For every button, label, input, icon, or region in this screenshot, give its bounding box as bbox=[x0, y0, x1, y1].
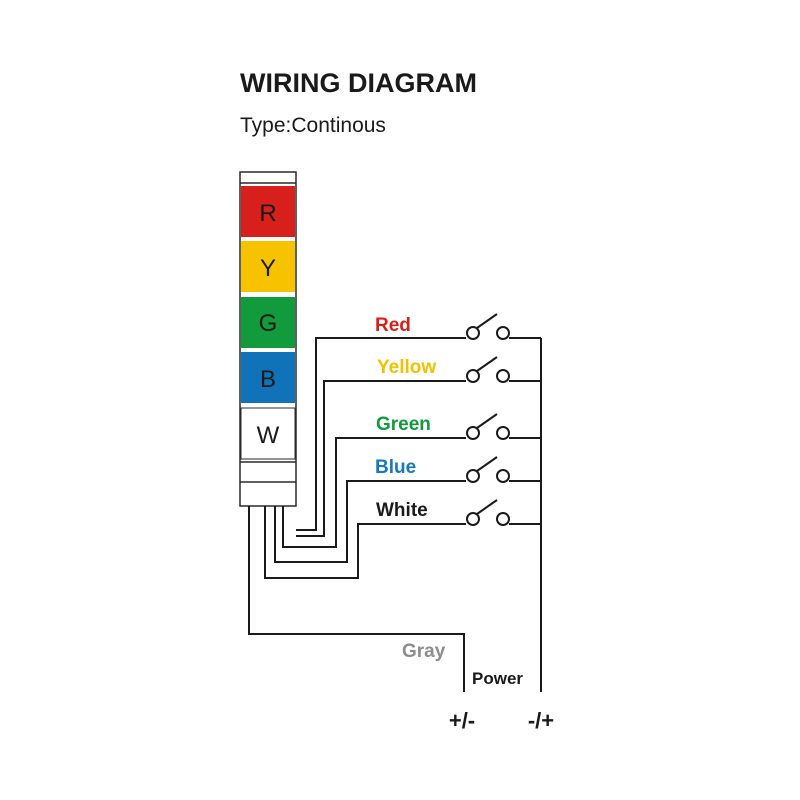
switch-red-lever bbox=[476, 313, 498, 329]
segment-red-letter: R bbox=[259, 200, 276, 227]
wire-label-white: White bbox=[376, 500, 428, 521]
switch-blue-lever bbox=[476, 456, 498, 472]
wire-green bbox=[282, 437, 466, 548]
switch-green-contact-a bbox=[466, 426, 480, 440]
switch-white-contact-a bbox=[466, 512, 480, 526]
segment-green-letter: G bbox=[259, 310, 278, 337]
page-subtitle: Type:Continous bbox=[240, 114, 386, 137]
segment-yellow bbox=[241, 241, 295, 292]
power-label: Power bbox=[472, 669, 523, 688]
switch-red-contact-a bbox=[466, 326, 480, 340]
signal-tower: R Y G B W bbox=[239, 171, 297, 507]
circuit-blue: Blue bbox=[274, 456, 541, 563]
switch-yellow-contact-a bbox=[466, 369, 480, 383]
switch-yellow-contact-b bbox=[496, 369, 510, 383]
wire-blue bbox=[274, 480, 466, 563]
segment-blue bbox=[241, 352, 295, 403]
segment-white bbox=[240, 407, 296, 460]
wire-yellow bbox=[296, 380, 466, 537]
segment-red bbox=[241, 186, 295, 237]
switch-blue-contact-a bbox=[466, 469, 480, 483]
circuit-yellow: Yellow bbox=[296, 356, 541, 537]
wire-gray bbox=[248, 506, 465, 692]
terminal-left-label: +/- bbox=[449, 708, 475, 733]
segment-white-letter: W bbox=[257, 422, 280, 449]
wire-label-red: Red bbox=[375, 315, 411, 336]
circuit-gray: Gray bbox=[248, 506, 465, 692]
wire-label-green: Green bbox=[376, 414, 431, 435]
circuit-white: White bbox=[264, 499, 541, 579]
terminal-right-label: -/+ bbox=[528, 708, 554, 733]
wire-white bbox=[264, 506, 466, 579]
circuit-green: Green bbox=[282, 413, 541, 548]
wire-red bbox=[296, 337, 466, 531]
segment-yellow-letter: Y bbox=[260, 255, 276, 282]
page-title: WIRING DIAGRAM bbox=[240, 68, 477, 98]
wire-label-gray: Gray bbox=[402, 641, 446, 662]
wire-label-yellow: Yellow bbox=[377, 357, 436, 378]
circuit-red: Red bbox=[296, 313, 541, 531]
wire-label-blue: Blue bbox=[375, 457, 416, 478]
segment-blue-letter: B bbox=[260, 366, 276, 393]
switch-blue-contact-b bbox=[496, 469, 510, 483]
switch-red-contact-b bbox=[496, 326, 510, 340]
switch-yellow-lever bbox=[476, 356, 498, 372]
switch-white-contact-b bbox=[496, 512, 510, 526]
switch-green-contact-b bbox=[496, 426, 510, 440]
switch-white-lever bbox=[476, 499, 498, 515]
segment-green bbox=[241, 297, 295, 348]
switch-green-lever bbox=[476, 413, 498, 429]
